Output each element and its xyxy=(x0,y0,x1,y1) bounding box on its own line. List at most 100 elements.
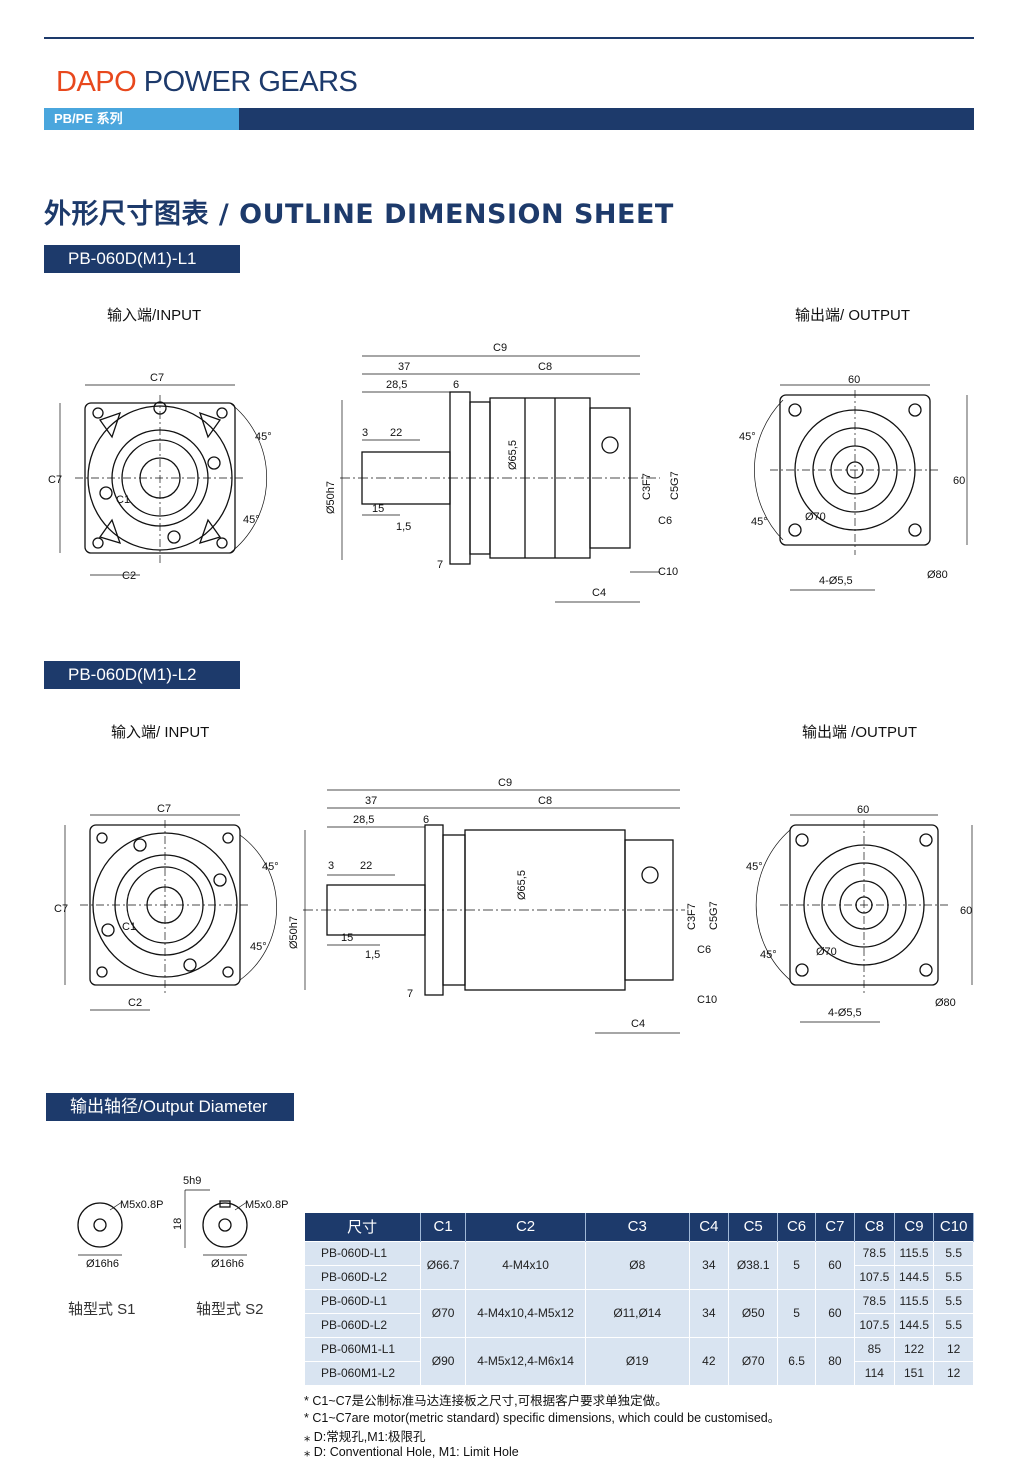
label-45-g: 45° xyxy=(746,861,763,873)
label-5h9: 5h9 xyxy=(183,1175,201,1187)
label-phi16-s2: Ø16h6 xyxy=(211,1258,244,1270)
model-cell: PB-060D-L2 xyxy=(304,1264,421,1290)
label-1-5-l2: 1,5 xyxy=(365,949,380,961)
table-header-c4: C4 xyxy=(689,1213,729,1241)
table-header-c9: C9 xyxy=(894,1213,935,1241)
c9-cell: 144.5 xyxy=(893,1312,935,1338)
label-7: 7 xyxy=(437,559,443,571)
table-header-c5: C5 xyxy=(728,1213,779,1241)
label-c6: C6 xyxy=(658,515,672,527)
c10-cell: 12 xyxy=(933,1360,974,1386)
label-c2-l2: C2 xyxy=(128,997,142,1009)
shaft-type-s2-label: 轴型式 S2 xyxy=(196,1301,264,1318)
c10-cell: 12 xyxy=(933,1336,974,1362)
c10-cell: 5.5 xyxy=(933,1264,974,1290)
c7-cell: 60 xyxy=(814,1240,856,1290)
c2-cell: 4-M5x12,4-M6x14 xyxy=(465,1336,586,1386)
label-c8-l2: C8 xyxy=(538,795,552,807)
brand-title: DAPO POWER GEARS xyxy=(56,66,358,99)
note-4: ⁎ D: Conventional Hole, M1: Limit Hole xyxy=(304,1445,519,1459)
label-phi16-s1: Ø16h6 xyxy=(86,1258,119,1270)
c10-cell: 5.5 xyxy=(933,1288,974,1314)
label-c2: C2 xyxy=(122,570,136,582)
table-header-c6: C6 xyxy=(777,1213,816,1241)
output-label-l1: 输出端/ OUTPUT xyxy=(795,307,910,324)
c8-cell: 107.5 xyxy=(854,1312,895,1338)
label-60-side: 60 xyxy=(953,475,965,487)
c7-cell: 80 xyxy=(814,1336,856,1386)
c9-cell: 144.5 xyxy=(893,1264,935,1290)
label-phi80: Ø80 xyxy=(927,569,948,581)
model-cell: PB-060M1-L2 xyxy=(304,1360,421,1386)
output-view-drawing-l2: 60 60 4-Ø5,5 Ø80 Ø70 45° 45° xyxy=(746,804,973,1023)
label-45-d: 45° xyxy=(751,516,768,528)
c10-cell: 5.5 xyxy=(933,1312,974,1338)
table-header-c1: C1 xyxy=(420,1213,467,1241)
c2-cell: 4-M4x10,4-M5x12 xyxy=(465,1288,586,1338)
label-3-l2: 3 xyxy=(328,860,334,872)
label-45-c: 45° xyxy=(739,431,756,443)
c6-cell: 5 xyxy=(777,1240,816,1290)
c1-cell: Ø70 xyxy=(419,1288,467,1338)
label-c9-l2: C9 xyxy=(498,777,512,789)
note-2: * C1~C7are motor(metric standard) specif… xyxy=(304,1411,781,1425)
label-phi80-l2: Ø80 xyxy=(935,997,956,1009)
table-header-c3: C3 xyxy=(585,1213,690,1241)
c3-cell: Ø8 xyxy=(584,1240,690,1290)
table-header-c2: C2 xyxy=(465,1213,586,1241)
output-view-drawing-l1: 60 60 4-Ø5,5 Ø80 Ø70 45° 45° xyxy=(739,374,968,591)
c5-cell: Ø50 xyxy=(727,1288,779,1338)
input-label-l1: 输入端/INPUT xyxy=(107,307,202,324)
c4-cell: 34 xyxy=(688,1288,729,1338)
label-37: 37 xyxy=(398,361,410,373)
label-c5g7: C5G7 xyxy=(669,471,681,500)
label-phi70-l2: Ø70 xyxy=(816,946,837,958)
c7-cell: 60 xyxy=(814,1288,856,1338)
c3-cell: Ø19 xyxy=(584,1336,690,1386)
model-cell: PB-060D-L1 xyxy=(304,1240,421,1266)
label-m5-s1: M5x0.8P xyxy=(120,1199,163,1211)
c8-cell: 78.5 xyxy=(854,1240,895,1266)
table-header-c10: C10 xyxy=(933,1213,974,1241)
label-45-e: 45° xyxy=(262,861,279,873)
label-1-5: 1,5 xyxy=(396,521,411,533)
label-c4-l2: C4 xyxy=(631,1018,645,1030)
c1-cell: Ø66.7 xyxy=(419,1240,467,1290)
c4-cell: 34 xyxy=(688,1240,729,1290)
shaft-type-s1-label: 轴型式 S1 xyxy=(68,1301,136,1318)
label-45-a: 45° xyxy=(255,431,272,443)
c9-cell: 115.5 xyxy=(893,1288,935,1314)
label-c10: C10 xyxy=(658,566,678,578)
c6-cell: 6.5 xyxy=(777,1336,816,1386)
label-45-f: 45° xyxy=(250,941,267,953)
label-phi70: Ø70 xyxy=(805,511,826,523)
c3-cell: Ø11,Ø14 xyxy=(584,1288,690,1338)
label-60-top-l2: 60 xyxy=(857,804,869,816)
label-60-side-l2: 60 xyxy=(960,905,972,917)
label-7-l2: 7 xyxy=(407,988,413,1000)
c6-cell: 5 xyxy=(777,1288,816,1338)
model-cell: PB-060D-L1 xyxy=(304,1288,421,1314)
series-label: PB/PE 系列 xyxy=(44,108,239,130)
top-rule xyxy=(44,37,974,39)
label-c3f7: C3F7 xyxy=(641,473,653,500)
label-c6-l2: C6 xyxy=(697,944,711,956)
note-1: * C1~C7是公制标准马达连接板之尺寸,可根据客户要求单独定做。 xyxy=(304,1394,668,1408)
label-c1: C1 xyxy=(116,494,130,506)
input-label-l2: 输入端/ INPUT xyxy=(111,724,210,741)
label-28-5: 28,5 xyxy=(386,379,407,391)
label-phi50-l2: Ø50h7 xyxy=(288,916,300,949)
label-6: 6 xyxy=(453,379,459,391)
label-c10-l2: C10 xyxy=(697,994,717,1006)
section-tag-l2: PB-060D(M1)-L2 xyxy=(44,661,240,689)
label-c3f7-l2: C3F7 xyxy=(686,903,698,930)
label-45-h: 45° xyxy=(760,949,777,961)
brand-power-gears: POWER GEARS xyxy=(136,66,358,98)
label-c7-side-l2: C7 xyxy=(54,903,68,915)
label-37-l2: 37 xyxy=(365,795,377,807)
table-header-c7: C7 xyxy=(815,1213,856,1241)
label-c5g7-l2: C5G7 xyxy=(708,901,720,930)
